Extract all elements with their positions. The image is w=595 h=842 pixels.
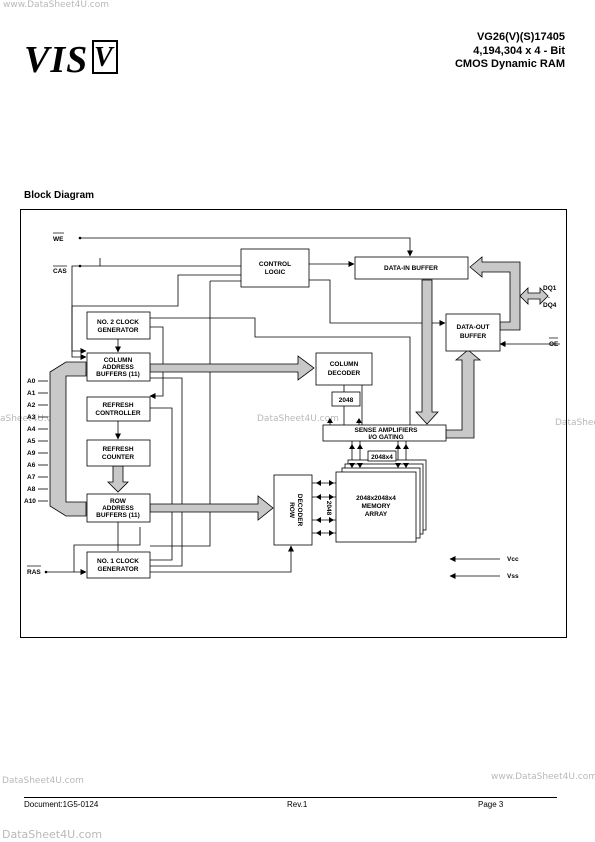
address-pin: A1 — [27, 390, 36, 397]
row-decoder-label-2: DECODER — [296, 494, 303, 527]
col-bus-label-box — [331, 391, 361, 407]
organization: 4,194,304 x 4 - Bit — [473, 45, 565, 57]
column-address-box — [86, 352, 151, 382]
data-out-buffer-label-2: BUFFER — [460, 333, 487, 340]
watermark-mid-right: DataShee — [555, 418, 595, 428]
page-number: Page 3 — [478, 800, 504, 809]
watermark-top: www.DataSheet4U.com — [3, 0, 110, 10]
column-decoder-label-2: DECODER — [328, 370, 361, 377]
no2-clock-box — [86, 311, 151, 340]
address-pin: A6 — [27, 462, 36, 469]
dq-dot-signal: . — [548, 293, 550, 300]
column-decoder-label-1: COLUMN — [330, 361, 359, 368]
footer-rule — [24, 797, 557, 798]
section-title: Block Diagram — [24, 190, 95, 201]
memory-array-stack — [335, 459, 427, 543]
logo-mark: V — [94, 42, 113, 73]
control-logic-box — [240, 248, 310, 288]
company-logo: VIS — [24, 39, 89, 81]
dq4-signal: DQ4 — [543, 302, 557, 309]
control-logic-label-2: LOGIC — [265, 269, 286, 276]
bus-tick-arrows — [44, 236, 409, 574]
watermark-bottom-corner: DataSheet4U.com — [2, 828, 103, 841]
refresh-controller-label-1: REFRESH — [102, 402, 133, 409]
memory-array-label-2: MEMORY — [361, 503, 391, 510]
address-pin: A4 — [27, 426, 36, 433]
address-pin: A7 — [27, 474, 36, 481]
oe-signal: OE — [549, 341, 559, 348]
revision: Rev.1 — [287, 800, 308, 809]
row-address-label-1: ROW — [110, 498, 127, 505]
row-address-label-2: ADDRESS — [102, 505, 134, 512]
address-pin: A2 — [27, 402, 36, 409]
part-number: VG26(V)(S)17405 — [476, 31, 565, 43]
refresh-counter-label-2: COUNTER — [102, 454, 134, 461]
memory-array-label-1: 2048x2048x4 — [356, 495, 396, 502]
logo-mark-box — [92, 40, 118, 74]
watermark-mid-center: DataSheet4U.com — [257, 414, 339, 424]
control-logic-label-1: CONTROL — [259, 261, 291, 268]
refresh-counter-label-1: REFRESH — [102, 446, 133, 453]
no2-clock-label-2: GENERATOR — [98, 327, 139, 334]
no1-clock-label-2: GENERATOR — [98, 566, 139, 573]
document-number: Document:1G5-0124 — [24, 800, 99, 809]
watermark-mid-left: aSheet4U.com — [0, 414, 66, 424]
row-address-label-3: BUFFERS (11) — [96, 512, 140, 519]
vcc-signal: Vcc — [507, 556, 519, 563]
data-out-buffer-box — [445, 313, 501, 352]
column-address-label-3: BUFFERS (11) — [96, 371, 140, 378]
column-address-label-2: ADDRESS — [102, 364, 134, 371]
data-in-buffer-box — [354, 256, 469, 280]
dq1-signal: DQ1 — [543, 285, 557, 292]
no2-clock-label-1: NO. 2 CLOCK — [97, 319, 139, 326]
no1-clock-box — [86, 551, 151, 579]
no1-clock-label-1: NO. 1 CLOCK — [97, 558, 139, 565]
address-pin: A9 — [27, 450, 36, 457]
diagram-frame — [20, 209, 567, 638]
refresh-counter-box — [86, 439, 151, 467]
cas-signal: CAS — [53, 268, 67, 275]
row-decoder-label-1: ROW — [288, 502, 295, 519]
data-in-buffer-label: DATA-IN BUFFER — [384, 265, 438, 272]
column-decoder-box — [315, 352, 373, 386]
sense-amps-label-2: I/O GATING — [368, 434, 403, 441]
watermark-bottom-right: www.DataSheet4U.com — [491, 772, 595, 782]
sense-amps-box — [322, 424, 447, 442]
refresh-controller-label-2: CONTROLLER — [95, 410, 140, 417]
we-signal: WE — [53, 236, 64, 243]
address-pin: A0 — [27, 378, 36, 385]
array-width-label-box — [367, 450, 397, 462]
device-type: CMOS Dynamic RAM — [454, 58, 565, 70]
watermark-bottom-left: DataSheet4U.com — [2, 776, 84, 786]
bus-arrows — [49, 256, 549, 521]
data-out-buffer-label-1: DATA-OUT — [457, 324, 490, 331]
row-decoder-box — [273, 474, 313, 546]
col-bus-label: 2048 — [339, 397, 354, 404]
vss-signal: Vss — [507, 573, 519, 580]
column-address-label-1: COLUMN — [104, 357, 133, 364]
refresh-controller-box — [86, 396, 151, 422]
sense-amps-label-1: SENSE AMPLIFIERS — [355, 427, 419, 434]
address-pins: A0 A1 A2 A3 A4 A5 A6 A7 A8 A9 A10 — [24, 378, 36, 505]
array-width-label: 2048x4 — [371, 454, 393, 461]
blocks — [86, 248, 501, 579]
memory-array-label-3: ARRAY — [365, 511, 388, 518]
row-address-box — [86, 493, 151, 523]
address-pin: A5 — [27, 438, 36, 445]
ras-signal: RAS — [27, 569, 41, 576]
address-pin: A10 — [24, 498, 36, 505]
address-pin: A3 — [27, 414, 36, 421]
address-pin: A8 — [27, 486, 36, 493]
row-bus-label: 2048 — [325, 501, 332, 516]
